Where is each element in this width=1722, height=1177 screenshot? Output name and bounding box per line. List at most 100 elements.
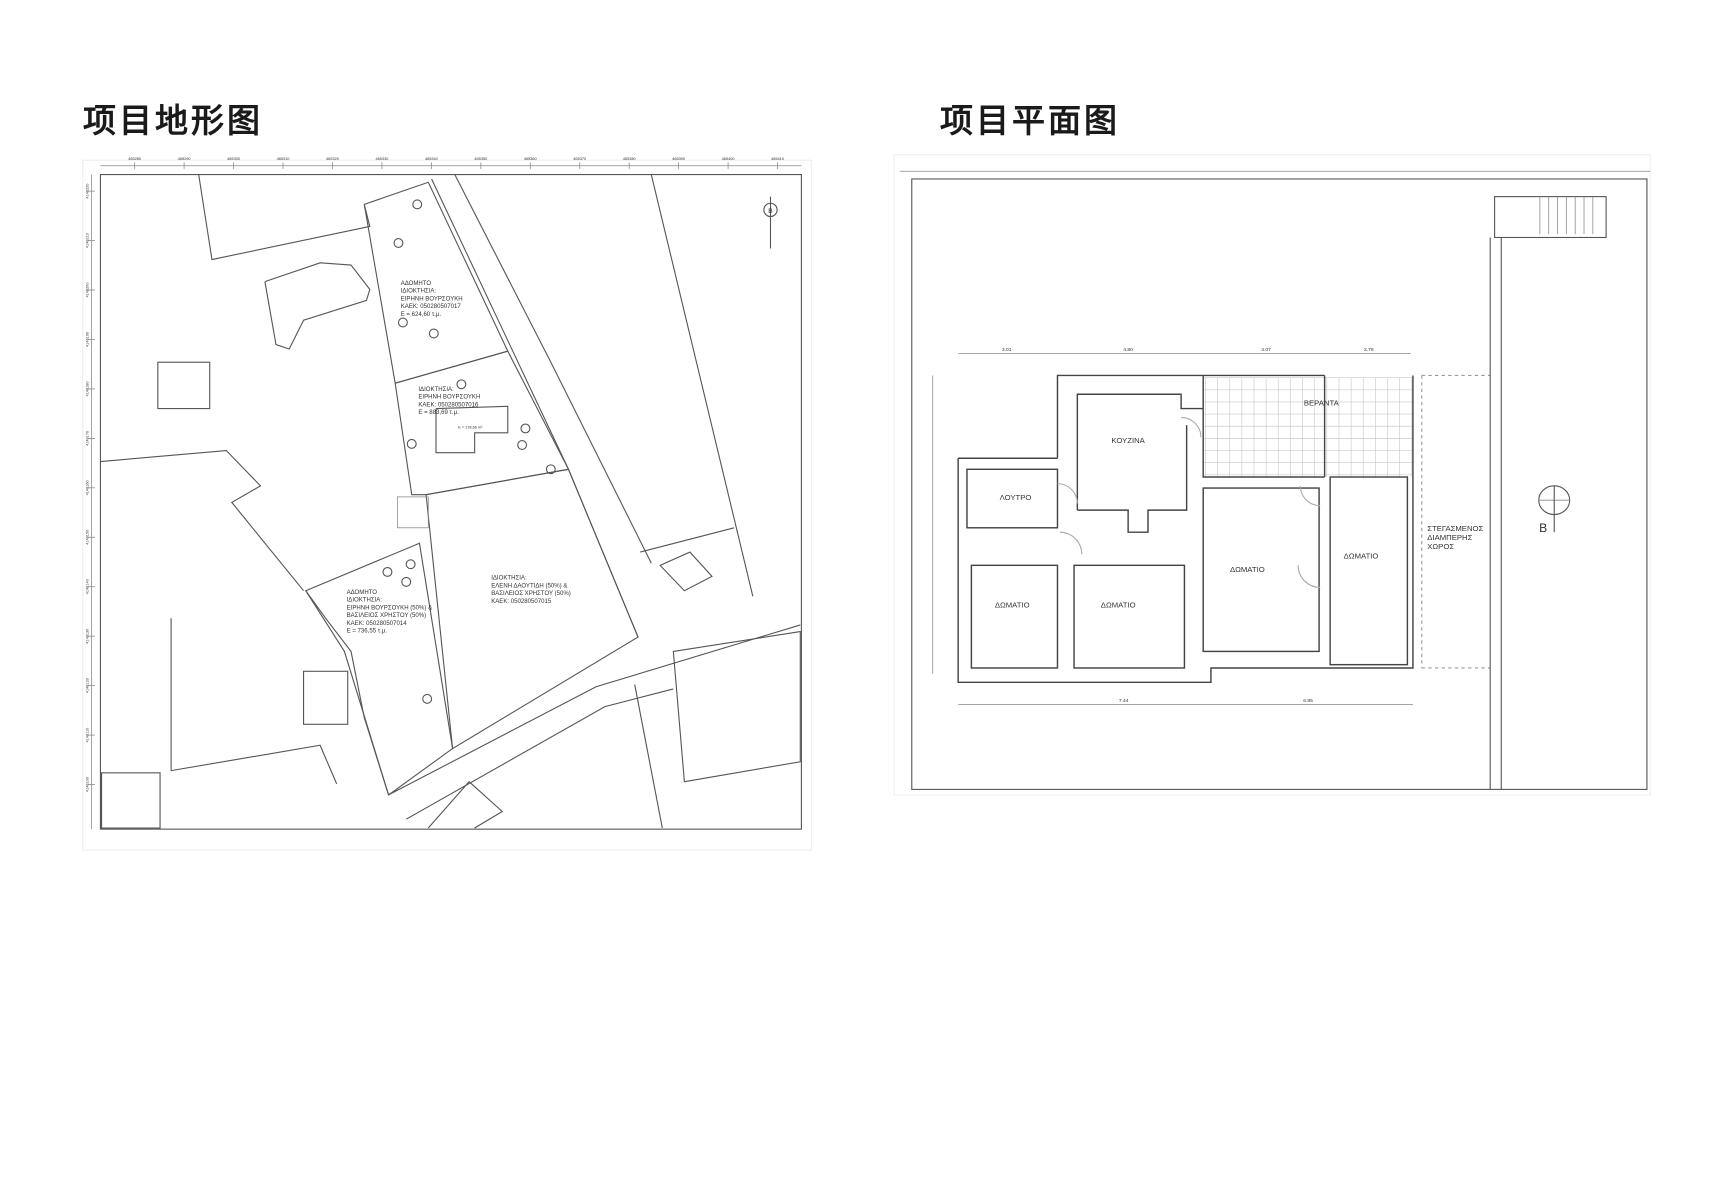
grid-x-label: 465350 [474,157,487,161]
walls [957,374,1491,684]
road-east-edge [454,174,652,564]
road-south-edge-1 [388,624,801,796]
floor-plan-title: 项目平面图 [940,101,1120,140]
room-label-kitchen: ΚΟΥΖΙΝΑ [1111,436,1145,445]
grid-x-label: 465330 [375,157,388,161]
veranda-wall [1202,375,1325,478]
dimension-label: 2.78 [1364,347,1374,353]
grid-x-label: 465400 [722,157,735,161]
room-label-2: ΔΩΜΑΤΙΟ [1101,600,1136,609]
lot-line [650,174,754,597]
kitchen-wall [1076,393,1204,511]
grid-y-label: 4148140 [85,579,89,594]
path-edge [305,590,390,796]
top-dimensions: 3.01 4.80 4.07 2.78 [1002,347,1374,353]
side-strip [1489,196,1607,790]
door-swing [1297,565,1321,588]
neighbor-block [101,772,161,829]
doors [1057,416,1321,588]
site-plan-title: 项目地形图 [83,101,263,140]
grid-x-label: 465380 [623,157,636,161]
room-label-veranda: ΒΕΡΑΝΤΑ [1304,398,1340,407]
room-2 [1073,564,1186,669]
site-plan-frame [99,174,802,830]
site-plan-sheet [82,159,812,851]
door-swing [1181,416,1202,438]
grid-x-label: 465300 [227,157,240,161]
north-label: B [768,208,773,215]
grid-x-label: 465370 [573,157,586,161]
north-arrow: B [763,196,778,249]
trees [382,199,556,704]
door-swing [1057,483,1078,504]
grid-y-label: 4148190 [85,332,89,347]
dimension-label: 4.80 [1123,347,1133,353]
north-arrow: B [1538,485,1571,535]
lot-line [640,527,735,553]
grid-x-label: 465320 [326,157,339,161]
grid-x-label: 465360 [524,157,537,161]
lot-line [634,684,663,829]
neighbor-block [157,361,211,410]
room-3 [1202,487,1320,653]
outer-wall [957,375,1414,684]
neighbor-building [264,262,371,350]
north-label: B [1539,521,1547,535]
parcel-4-label: ΙΔΙΟΚΤΗΣΙΑ:ΕΛΕΝΗ ΔΑΟΥΤΙΔΗ (50%) &ΒΑΣΙΛΕΙ… [491,576,571,605]
door-swing [1059,531,1083,555]
floor-plan-frame [911,178,1648,790]
grid-x-label: 465310 [277,157,290,161]
road-edge [198,174,371,261]
road-south-edge-2 [405,688,674,820]
bath-room [966,468,1059,529]
stairs [1494,196,1607,239]
grid-x-label: 465290 [178,157,191,161]
grid-y-label: 4148120 [85,678,89,693]
building-area-label: Ε = 178,66 m² [458,424,483,429]
dimension-label: 3.01 [1002,347,1012,353]
room-label-bath: ΛΟΥΤΡΟ [1000,493,1032,502]
grid-y-label: 4148200 [85,283,89,298]
small-structure [396,496,429,529]
door-swing [1299,485,1321,507]
room-1 [970,564,1059,669]
grid-y-label: 4148160 [85,480,89,495]
small-building [659,551,713,592]
lot-line [100,449,304,592]
grid-x-label: 465410 [771,157,784,161]
dimension-label: 6.85 [1303,698,1313,704]
room-label-1: ΔΩΜΑΤΙΟ [995,600,1030,609]
lot-line [171,744,338,785]
grid-y-label: 4148210 [85,233,89,248]
parcel-3-boundary [304,542,454,796]
grid-y-label: 4148130 [85,629,89,644]
kitchen-wall [1077,425,1188,533]
veranda-grid [1203,377,1413,478]
grid-y-labels: 4148220414821041482004148190414818041481… [85,184,95,792]
stair-treads [1539,196,1594,235]
floor-plan: 3.01 4.80 4.07 2.78 7.44 6.85 [893,154,1651,796]
neighbor-block [427,780,504,829]
road-west-edge [431,178,639,638]
neighbor-block-se [672,630,801,783]
grid-y-label: 4148110 [85,728,89,743]
room-4 [1329,476,1409,666]
room-label-3: ΔΩΜΑΤΙΟ [1230,565,1265,574]
neighbor-block [303,670,349,725]
existing-building [435,405,509,454]
dimension-label: 7.44 [1119,698,1129,704]
grid-y-label: 4148170 [85,431,89,446]
grid-y-label: 4148150 [85,530,89,545]
grid-x-label: 465340 [425,157,438,161]
grid-y-label: 4148100 [85,777,89,792]
grid-x-label: 465390 [672,157,685,161]
dimension-label: 4.07 [1261,347,1271,353]
